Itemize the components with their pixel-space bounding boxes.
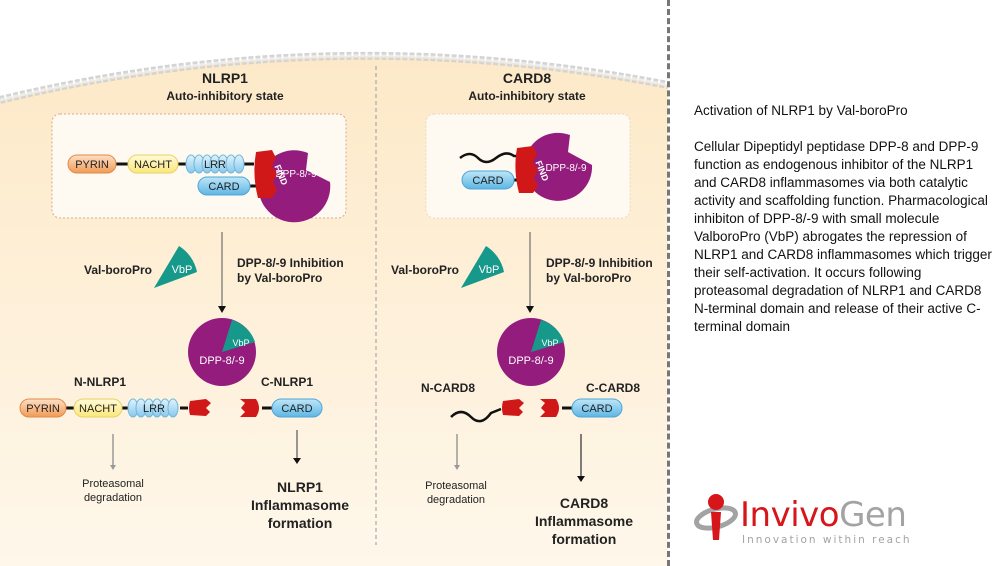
dpp-enzyme: [258, 150, 331, 223]
svg-text:DPP-8/-9: DPP-8/-9: [275, 169, 317, 180]
degradation-line1: Proteasomal: [425, 480, 487, 492]
card8-arrow-label-line2: by Val-boroPro: [546, 271, 632, 285]
svg-text:VbP: VbP: [232, 338, 249, 348]
degradation-line1: Proteasomal: [82, 478, 144, 490]
degradation-line2: degradation: [426, 494, 486, 506]
card-domain: [197, 176, 251, 196]
svg-text:LRR: LRR: [143, 403, 165, 415]
svg-text:DPP-8/-9: DPP-8/-9: [545, 163, 587, 174]
svg-text:VbP: VbP: [172, 264, 193, 276]
svg-text:CARD: CARD: [208, 181, 239, 193]
card8-inhibitor-label: Val-boroPro: [391, 263, 460, 277]
c-card8-fragment: CARD: [540, 398, 623, 418]
lrr-domain: [185, 154, 245, 174]
logo-wordmark: InvivoGen: [740, 495, 907, 535]
svg-text:CARD: CARD: [281, 403, 312, 415]
outcome-line1: NLRP1: [277, 479, 323, 495]
find-domain: [254, 150, 277, 198]
cell-diagram: PYRIN NACHT LRR CARD DPP-8/-9 FIND CARD …: [0, 51, 668, 566]
svg-text:CARD: CARD: [581, 403, 612, 415]
side-description: Cellular Dipeptidyl peptidase DPP-8 and …: [694, 139, 992, 334]
invivogen-logo: InvivoGen Innovation within reach: [694, 492, 944, 552]
dpp-enzyme: [524, 132, 593, 201]
panel-divider: [667, 0, 670, 566]
card8-inactive-complex: CARD DPP-8/-9 FIND: [459, 132, 593, 201]
svg-text:VbP: VbP: [541, 338, 558, 348]
card8-subtitle: Auto-inhibitory state: [468, 89, 586, 103]
card8-outcome: CARD8 Inflammasome formation: [524, 494, 644, 548]
nlrp1-arrow-label-line1: DPP-8/-9 Inhibition: [237, 256, 344, 270]
svg-text:NACHT: NACHT: [79, 403, 117, 415]
svg-text:NACHT: NACHT: [134, 159, 172, 171]
nlrp1-outcome: NLRP1 Inflammasome formation: [240, 478, 360, 532]
nlrp1-subtitle: Auto-inhibitory state: [166, 89, 284, 103]
outcome-line2: Inflammasome: [250, 497, 350, 513]
card-domain: [461, 170, 515, 190]
logo-brand-gray: Gen: [839, 495, 907, 535]
outcome-line2: Inflammasome: [534, 513, 634, 529]
vbp-molecule: [461, 246, 504, 288]
svg-text:CARD: CARD: [472, 175, 503, 187]
nlrp1-inactive-complex: PYRIN NACHT LRR CARD DPP-8/-9 FIND: [67, 150, 331, 223]
n-card8-fragment: [450, 399, 524, 423]
card8-degradation-label: Proteasomal degradation: [411, 479, 501, 507]
vbp-molecule: [154, 246, 197, 288]
pyrin-domain: [67, 154, 117, 174]
nacht-domain: [127, 154, 179, 174]
nlrp1-inhibitor-label: Val-boroPro: [84, 263, 153, 277]
logo-brand-red: Invivo: [740, 495, 840, 535]
svg-text:LRR: LRR: [204, 159, 226, 171]
dpp-vbp-complex: VbP DPP-8/-9: [497, 318, 565, 386]
svg-text:DPP-8/-9: DPP-8/-9: [508, 355, 553, 367]
c-nlrp1-fragment: CARD: [240, 398, 323, 418]
n-nlrp1-label: N-NLRP1: [74, 375, 127, 389]
logo-tagline: Innovation within reach: [742, 534, 912, 546]
degradation-line2: degradation: [83, 492, 143, 504]
c-nlrp1-label: C-NLRP1: [261, 375, 314, 389]
card8-arrow-label-line1: DPP-8/-9 Inhibition: [546, 256, 653, 270]
dpp-vbp-complex: VbP DPP-8/-9: [188, 318, 256, 386]
nlrp1-degradation-label: Proteasomal degradation: [68, 477, 158, 505]
find-domain: [515, 146, 538, 193]
logo-mark-icon: [694, 494, 738, 540]
side-title: Activation of NLRP1 by Val-boroPro: [694, 103, 908, 118]
card8-n-terminal-chain: [459, 152, 522, 164]
svg-text:VbP: VbP: [479, 264, 500, 276]
nlrp1-arrow-label-line2: by Val-boroPro: [237, 271, 323, 285]
outcome-line3: formation: [551, 531, 617, 547]
svg-text:DPP-8/-9: DPP-8/-9: [199, 355, 244, 367]
svg-text:PYRIN: PYRIN: [26, 403, 60, 415]
n-nlrp1-fragment: PYRIN NACHT LRR: [19, 398, 211, 418]
outcome-line1: CARD8: [559, 495, 609, 511]
nlrp1-title: NLRP1: [202, 70, 248, 86]
n-card8-label: N-CARD8: [421, 381, 475, 395]
svg-text:PYRIN: PYRIN: [75, 159, 109, 171]
card8-title: CARD8: [502, 70, 552, 86]
c-card8-label: C-CARD8: [586, 381, 640, 395]
outcome-line3: formation: [267, 515, 333, 531]
